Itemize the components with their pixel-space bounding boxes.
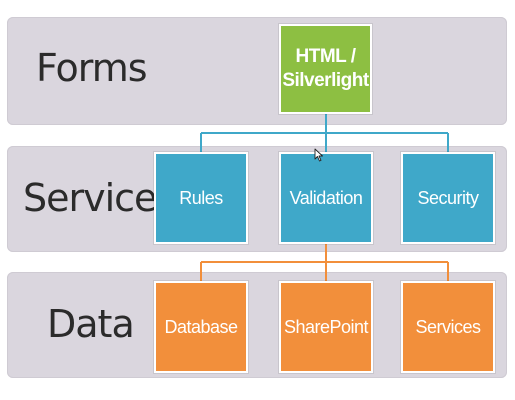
sharepoint-box: SharePoint	[279, 281, 373, 373]
validation-box: Validation	[279, 152, 373, 244]
forms-layer-label: Forms	[36, 46, 148, 90]
html-silverlight-line1: HTML /	[295, 46, 356, 67]
security-box: Security	[401, 152, 495, 244]
sharepoint-label: SharePoint	[283, 316, 369, 337]
services-layer-label: Services	[23, 176, 176, 220]
data-layer-label: Data	[47, 302, 135, 346]
forms-layer-band	[7, 17, 507, 125]
validation-label: Validation	[289, 187, 363, 208]
database-box: Database	[154, 281, 248, 373]
html-silverlight-box: HTML / Silverlight	[279, 24, 372, 114]
rules-label: Rules	[179, 187, 223, 208]
rules-box: Rules	[154, 152, 248, 244]
data-services-box: Services	[401, 281, 495, 373]
database-label: Database	[164, 316, 238, 337]
html-silverlight-line2: Silverlight	[282, 70, 369, 91]
mouse-pointer-icon	[314, 148, 323, 162]
data-services-label: Services	[415, 316, 481, 337]
security-label: Security	[417, 187, 479, 208]
